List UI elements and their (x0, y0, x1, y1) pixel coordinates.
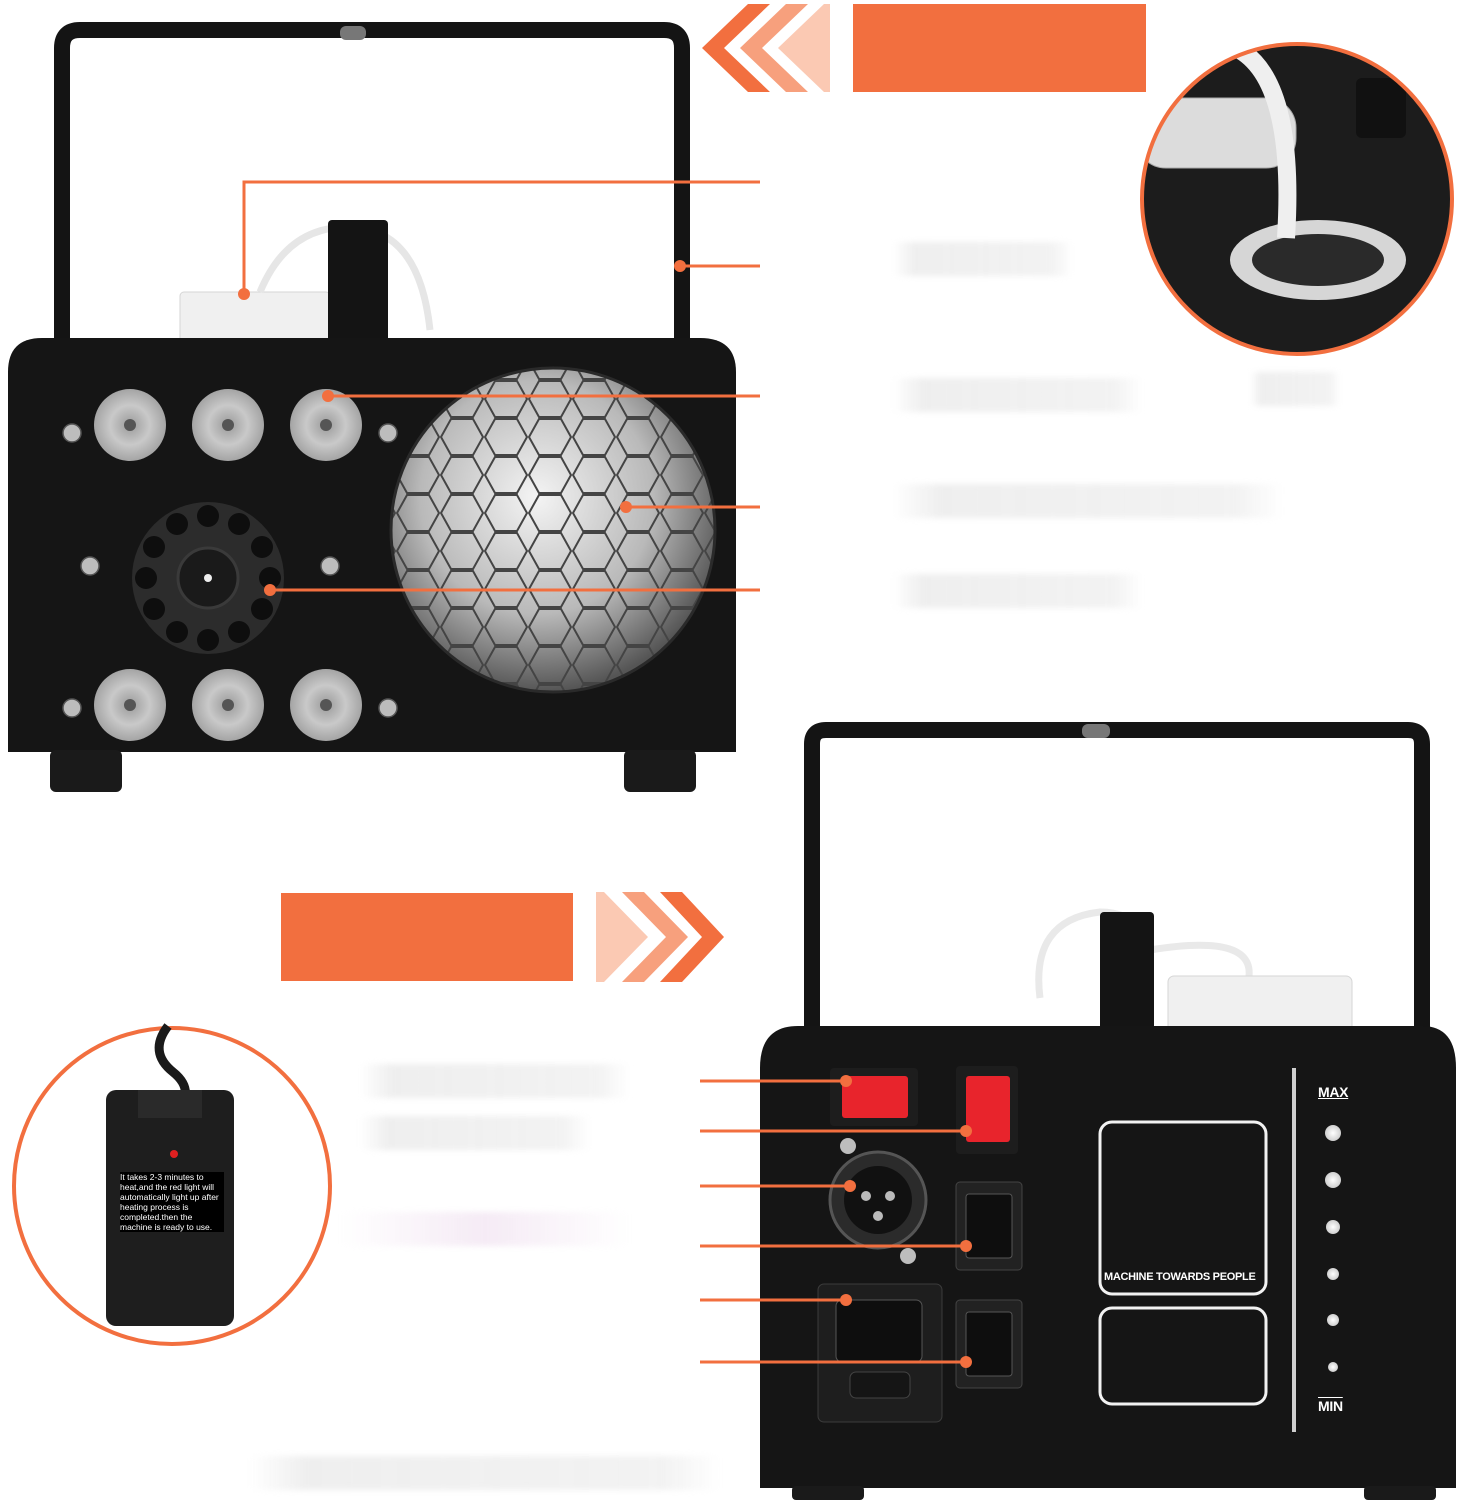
blurred-label-remote (250, 1456, 720, 1490)
blurred-label-led-cup-2 (1250, 372, 1340, 406)
blurred-label-dmx (340, 1212, 630, 1246)
blurred-label-nozzle (893, 574, 1143, 608)
max-label: MAX (1318, 1084, 1349, 1100)
direction-label: MACHINE TOWARDS PEOPLE (1104, 1271, 1256, 1283)
blurred-label-led-cup (893, 378, 1143, 412)
blurred-label-power-switch (360, 1064, 630, 1098)
front-machine-illustration (8, 22, 760, 792)
blurred-label-magic-ball (893, 484, 1283, 518)
blurred-label-handle (893, 242, 1073, 276)
remote-instruction-text: It takes 2-3 minutes to heat,and the red… (120, 1172, 224, 1232)
min-label: MIN (1318, 1398, 1343, 1414)
blurred-label-light-switch (360, 1116, 590, 1150)
rear-machine-illustration (700, 722, 1456, 1500)
top-feature-banner (853, 4, 1146, 92)
fluid-tank-zoom (1140, 42, 1454, 356)
right-arrows-icon (596, 892, 724, 982)
left-arrows-icon (702, 4, 830, 92)
bottom-feature-banner (281, 893, 573, 981)
